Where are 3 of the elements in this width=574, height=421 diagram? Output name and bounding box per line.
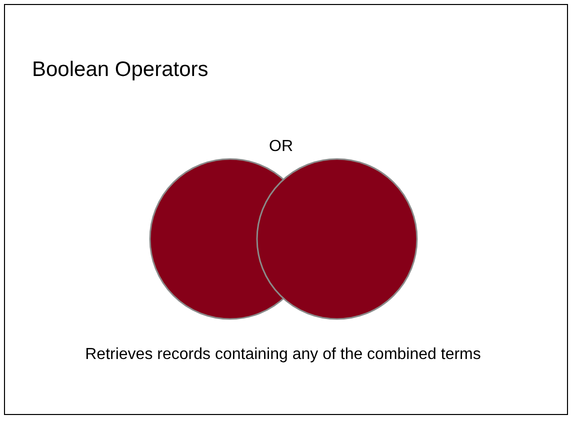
caption: Retrieves records containing any of the combined terms: [85, 346, 481, 364]
operator-label: OR: [269, 138, 293, 156]
slide-title: Boolean Operators: [32, 58, 208, 82]
